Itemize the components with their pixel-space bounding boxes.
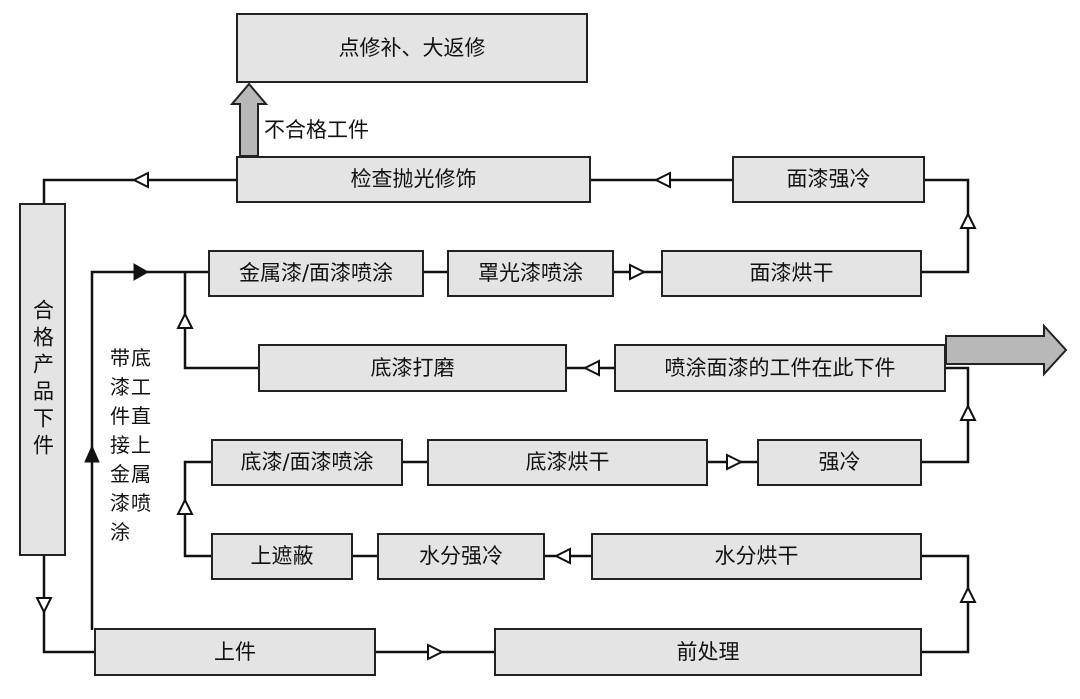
connector-pretreat-to-moisturebake — [922, 554, 970, 654]
qualified-unload-box: 合格产品下件 — [19, 203, 66, 556]
primer-bake-box: 底漆烘干 — [427, 439, 708, 486]
point-repair-label: 点修补、大返修 — [338, 35, 486, 60]
connector-unload-to-load — [42, 556, 94, 654]
arrowhead-down — [35, 597, 53, 615]
metallic-topcoat-spray-label: 金属漆/面漆喷涂 — [238, 261, 394, 285]
topcoat-bake-label: 面漆烘干 — [749, 261, 834, 285]
arrowhead-left — [653, 171, 671, 189]
topcoat-unload-box: 喷涂面漆的工件在此下件 — [614, 344, 946, 392]
load-box: 上件 — [94, 628, 376, 676]
primer-sanding-box: 底漆打磨 — [258, 344, 567, 392]
arrowhead-left — [131, 171, 149, 189]
point-repair-box: 点修补、大返修 — [236, 13, 588, 83]
masking-label: 上遮蔽 — [250, 544, 314, 568]
topcoat-force-cool-box: 面漆强冷 — [732, 156, 925, 203]
arrowhead-right — [726, 453, 744, 471]
moisture-bake-box: 水分烘干 — [591, 533, 922, 580]
topcoat-force-cool-label: 面漆强冷 — [786, 167, 871, 191]
reject-arrow — [229, 82, 269, 157]
moisture-force-cool-label: 水分强冷 — [419, 544, 503, 568]
exit-arrow — [945, 323, 1068, 377]
topcoat-unload-label: 喷涂面漆的工件在此下件 — [664, 355, 896, 380]
arrowhead-left — [553, 547, 571, 565]
pretreatment-box: 前处理 — [494, 628, 922, 676]
load-label: 上件 — [214, 639, 256, 664]
moisture-force-cool-box: 水分强冷 — [377, 533, 545, 580]
clearcoat-spray-box: 罩光漆喷涂 — [447, 250, 614, 297]
topcoat-bake-box: 面漆烘干 — [661, 250, 922, 297]
inspect-polish-box: 检查抛光修饰 — [236, 156, 591, 203]
arrowhead-up-filled — [84, 444, 100, 463]
pretreatment-label: 前处理 — [676, 639, 740, 664]
moisture-bake-label: 水分烘干 — [714, 544, 799, 568]
force-cool-label: 强冷 — [818, 450, 861, 474]
force-cool-box: 强冷 — [757, 439, 922, 486]
inspect-polish-label: 检查抛光修饰 — [350, 167, 477, 191]
arrowhead-up — [176, 311, 194, 329]
metallic-topcoat-spray-box: 金属漆/面漆喷涂 — [208, 250, 424, 297]
arrowhead-right — [629, 263, 647, 281]
arrowhead-right — [427, 643, 445, 661]
primer-sanding-label: 底漆打磨 — [370, 355, 455, 380]
unqualified-parts-label: 不合格工件 — [264, 118, 369, 142]
connector-load-bypass — [90, 270, 208, 630]
arrowhead-left — [582, 359, 600, 377]
arrowhead-right-filled — [133, 263, 150, 281]
primer-topcoat-spray-label: 底漆/面漆喷涂 — [240, 450, 374, 474]
primer-topcoat-spray-box: 底漆/面漆喷涂 — [211, 439, 403, 486]
arrowhead-up — [959, 585, 977, 603]
arrowhead-up — [176, 497, 194, 515]
clearcoat-spray-label: 罩光漆喷涂 — [478, 261, 583, 285]
connector-inspect-to-unload — [42, 178, 236, 203]
primer-bake-label: 底漆烘干 — [525, 450, 610, 474]
arrowhead-up — [959, 403, 977, 421]
connector-sanding-to-metallic — [183, 272, 258, 370]
arrowhead-up — [959, 211, 977, 229]
qualified-unload-label: 合格产品下件 — [30, 298, 55, 461]
masking-box: 上遮蔽 — [211, 533, 353, 580]
primed-parts-note: 带底漆工件直接上金属漆喷涂 — [110, 346, 152, 544]
